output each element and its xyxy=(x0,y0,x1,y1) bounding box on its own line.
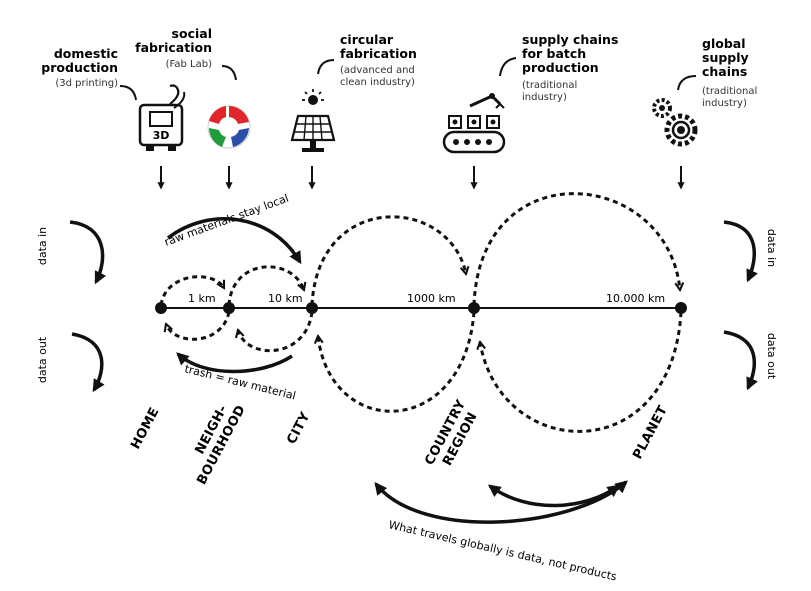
data-out-left-label: data out xyxy=(36,336,49,383)
domestic-title-1: domestic xyxy=(54,46,118,61)
solar-panel-icon xyxy=(290,89,336,152)
gears-icon xyxy=(652,98,698,147)
header-global: global supply chains (traditional indust… xyxy=(677,36,757,109)
data-in-left-label: data in xyxy=(36,227,49,265)
data-out-left-arrow xyxy=(71,332,105,393)
global-data-arrow-short xyxy=(487,484,621,508)
distance-1km: 1 km xyxy=(188,292,216,305)
trash-label: trash = raw material xyxy=(183,362,297,402)
fab-lab-logo-icon xyxy=(207,105,251,149)
3d-printer-icon: 3D xyxy=(138,84,186,151)
place-neighbourhood: NEIGH- BOURHOOD xyxy=(192,403,248,488)
batch-title-2: for batch xyxy=(522,46,586,61)
circular-title-2: fabrication xyxy=(340,46,417,61)
distance-10km: 10 km xyxy=(268,292,303,305)
down-arrows xyxy=(157,166,685,190)
batch-sub-1: (traditional xyxy=(522,80,577,91)
dashed-cycles xyxy=(159,192,681,433)
header-circular: circular fabrication (advanced and clean… xyxy=(317,32,417,88)
place-country-region: COUNTRY REGION xyxy=(422,397,480,468)
domestic-title-2: production xyxy=(41,60,118,75)
social-sub: (Fab Lab) xyxy=(166,59,212,70)
global-sub-1: (traditional xyxy=(702,86,757,97)
svg-text:domestic: domestic xyxy=(54,46,118,61)
printer-3d-label: 3D xyxy=(153,129,170,142)
header-domestic: domestic production (3d printing) xyxy=(41,46,137,101)
header-social: social fabrication (Fab Lab) xyxy=(135,26,237,81)
data-in-right-arrow xyxy=(723,220,758,283)
domestic-sub: (3d printing) xyxy=(55,78,118,89)
global-title-3: chains xyxy=(702,64,747,79)
place-city: CITY xyxy=(284,410,313,447)
global-data-label: What travels globally is data, not produ… xyxy=(387,518,618,583)
raw-materials-label: raw materials stay local xyxy=(163,192,291,249)
batch-sub-2: industry) xyxy=(522,92,567,103)
social-title-1: social xyxy=(172,26,212,41)
data-in-right-label: data in xyxy=(765,229,778,267)
assembly-line-icon xyxy=(442,93,506,154)
social-title-2: fabrication xyxy=(135,40,212,55)
data-out-right-label: data out xyxy=(765,333,778,380)
data-in-left-arrow xyxy=(69,220,107,285)
global-title-2: supply xyxy=(702,50,749,65)
place-home: HOME xyxy=(128,405,162,452)
circular-title-1: circular xyxy=(340,32,394,47)
batch-title-1: supply chains xyxy=(522,32,618,47)
data-out-right-arrow xyxy=(723,330,758,391)
circular-sub-2: clean industry) xyxy=(340,77,415,88)
header-batch: supply chains for batch production (trad… xyxy=(499,32,618,103)
global-title-1: global xyxy=(702,36,746,51)
axis-nodes xyxy=(155,302,687,314)
global-sub-2: industry) xyxy=(702,98,747,109)
distance-1000km: 1000 km xyxy=(407,292,456,305)
global-data-arrow-long xyxy=(374,480,628,524)
svg-text:production: production xyxy=(41,60,118,75)
distance-10000km: 10.000 km xyxy=(606,292,665,305)
trash-arrow xyxy=(176,352,293,374)
batch-title-3: production xyxy=(522,60,599,75)
raw-materials-arrow xyxy=(166,217,302,265)
circular-sub-1: (advanced and xyxy=(340,65,415,76)
